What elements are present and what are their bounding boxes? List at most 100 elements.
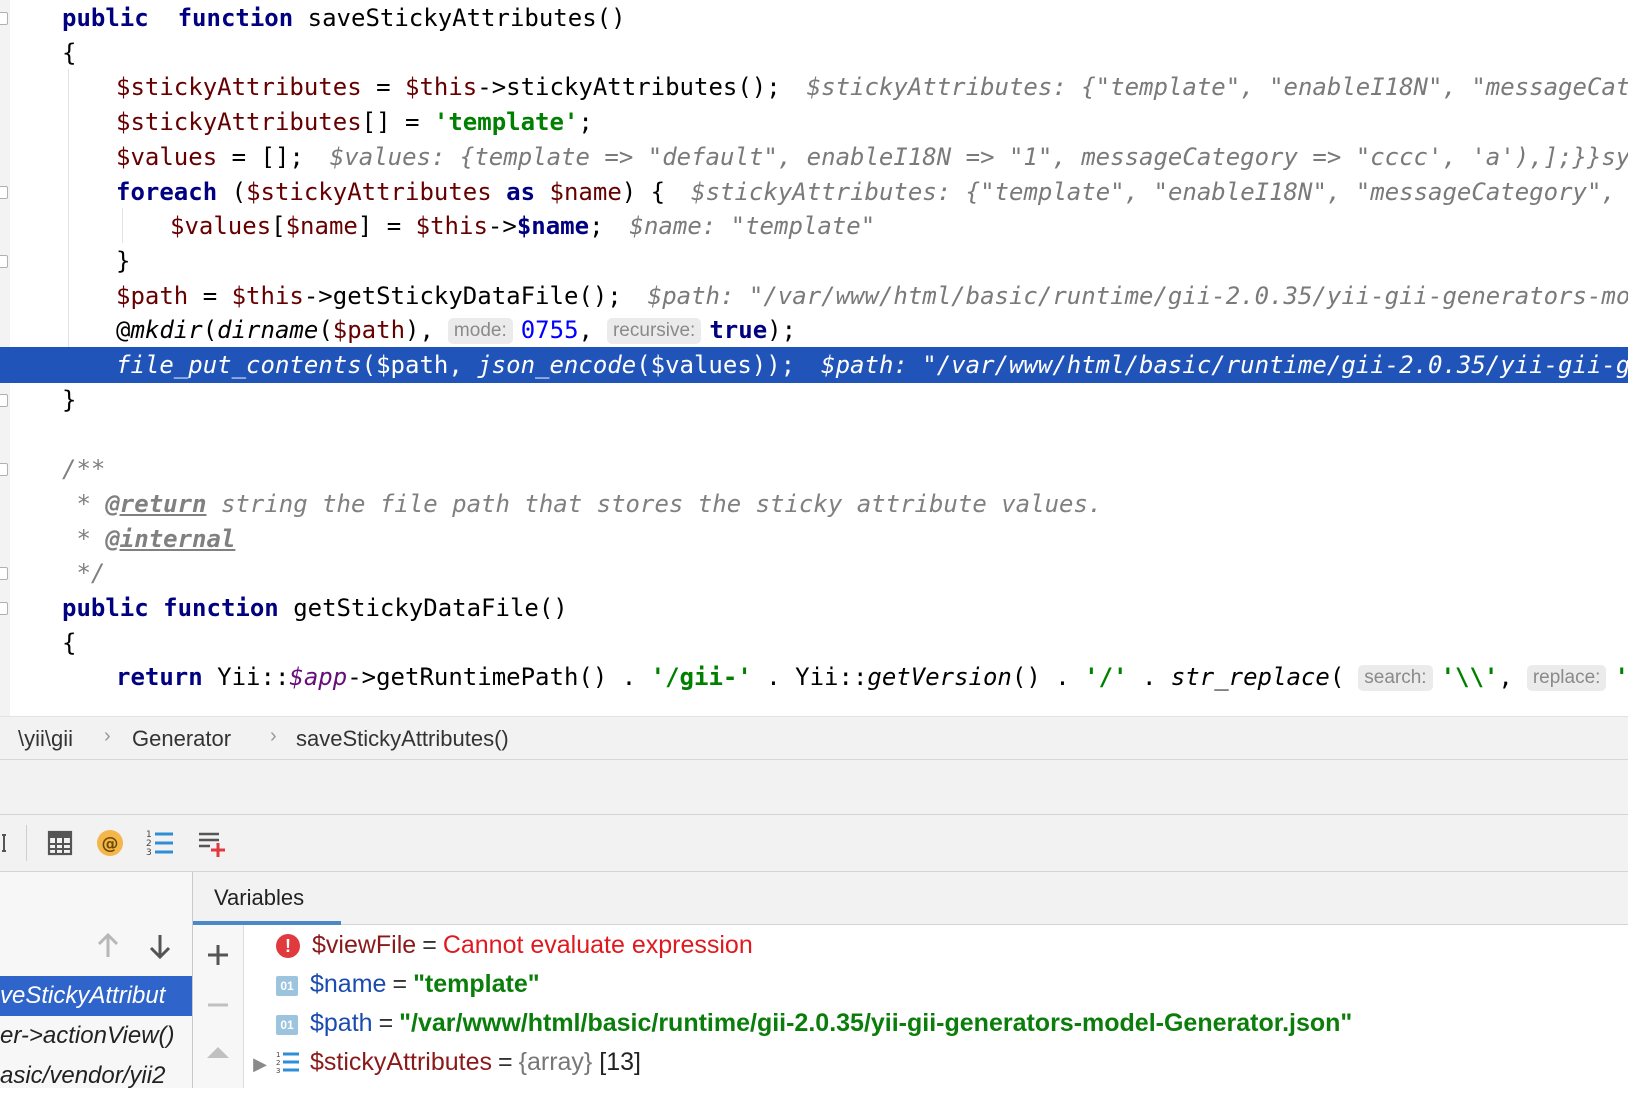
code-line[interactable]: $stickyAttributes = $this->stickyAttribu… xyxy=(0,69,1628,105)
code-text: @mkdir(dirname($path),mode:0755,recursiv… xyxy=(116,312,796,348)
code-token: '/gii-' xyxy=(650,663,752,692)
code-text: { xyxy=(62,625,76,661)
add-icon[interactable] xyxy=(202,939,234,971)
code-line[interactable]: */ xyxy=(0,555,1628,591)
breadcrumb-method[interactable]: saveStickyAttributes() xyxy=(296,726,509,751)
code-text: $stickyAttributes[] = 'template'; xyxy=(116,104,593,140)
indent-guide xyxy=(68,69,69,382)
code-token: */ xyxy=(62,559,106,588)
code-token: mkdir xyxy=(130,316,203,345)
code-token: ->getRuntimePath() . xyxy=(347,663,651,692)
code-token: . Yii:: xyxy=(751,663,868,692)
fold-marker-icon[interactable] xyxy=(0,254,8,268)
variable-row[interactable]: !$viewFile=Cannot evaluate expression xyxy=(276,925,753,965)
code-token: dirname xyxy=(217,316,319,345)
breadcrumb-class[interactable]: Generator xyxy=(132,726,232,751)
code-token: ] = xyxy=(357,212,416,241)
indent-guide xyxy=(122,208,123,243)
code-token: @internal xyxy=(105,524,236,553)
fold-marker-icon[interactable] xyxy=(0,601,8,615)
code-line[interactable]: $values = [];$values: {template => "defa… xyxy=(0,139,1628,175)
inline-debug-value: $stickyAttributes: {"template", "enableI… xyxy=(806,73,1628,102)
code-line[interactable]: public function saveStickyAttributes() xyxy=(0,0,1628,36)
code-line[interactable]: * @return string the file path that stor… xyxy=(0,486,1628,522)
numbered-list-icon[interactable]: 1 2 3 xyxy=(144,827,176,859)
evaluate-icon[interactable] xyxy=(0,827,14,859)
inline-debug-value: $name: "template" xyxy=(629,212,876,241)
code-line[interactable]: @mkdir(dirname($path),mode:0755,recursiv… xyxy=(0,312,1628,348)
code-token: $values xyxy=(170,212,272,241)
code-token: return xyxy=(116,663,203,692)
fold-marker-icon[interactable] xyxy=(0,393,8,407)
code-token: ->getStickyDataFile(); xyxy=(303,281,622,310)
code-line[interactable]: $path = $this->getStickyDataFile();$path… xyxy=(0,278,1628,314)
svg-text:3: 3 xyxy=(276,1067,280,1075)
parameter-hint: mode: xyxy=(447,318,513,345)
code-token: $name xyxy=(516,212,590,241)
variables-side-toolbar xyxy=(193,925,244,1088)
code-token: $app xyxy=(289,663,348,692)
move-up-icon[interactable] xyxy=(202,1037,234,1069)
code-text: */ xyxy=(62,555,105,591)
breadcrumb-namespace[interactable]: \yii\gii xyxy=(18,726,74,751)
code-line[interactable] xyxy=(0,416,1628,452)
code-token: { xyxy=(62,628,77,657)
remove-icon[interactable] xyxy=(202,989,234,1021)
arrow-up-icon[interactable] xyxy=(92,930,124,962)
code-line[interactable]: return Yii::$app->getRuntimePath() . '/g… xyxy=(0,659,1628,695)
fold-marker-icon[interactable] xyxy=(0,463,8,477)
fold-marker-icon[interactable] xyxy=(0,567,8,581)
code-line[interactable]: } xyxy=(0,382,1628,418)
inline-debug-value: $path: "/var/www/html/basic/runtime/gii-… xyxy=(647,281,1628,310)
code-token: $stickyAttributes xyxy=(246,177,492,206)
code-text: public function saveStickyAttributes() xyxy=(62,0,626,36)
toolbar-divider xyxy=(26,825,27,861)
code-token: function xyxy=(177,4,294,32)
code-token: 'template' xyxy=(433,108,579,137)
code-text: $path = $this->getStickyDataFile();$path… xyxy=(116,278,1628,314)
expand-arrow-icon[interactable]: ▶ xyxy=(253,1054,267,1074)
breadcrumb: \yii\gii › Generator › saveStickyAttribu… xyxy=(0,716,1628,760)
code-token xyxy=(149,594,163,622)
code-token xyxy=(492,178,506,206)
code-text: return Yii::$app->getRuntimePath() . '/g… xyxy=(116,659,1628,695)
code-line[interactable]: $values[$name] = $this->$name;$name: "te… xyxy=(0,208,1628,244)
code-token: , xyxy=(578,316,593,345)
code-line[interactable]: $stickyAttributes[] = 'template'; xyxy=(0,104,1628,140)
frame-item[interactable]: veStickyAttribut xyxy=(0,976,192,1016)
code-token: * xyxy=(62,489,106,518)
current-execution-line[interactable]: file_put_contents($path, json_encode($va… xyxy=(0,347,1628,383)
add-watch-list-icon[interactable] xyxy=(196,827,228,859)
frame-item[interactable]: er->actionView() xyxy=(0,1022,175,1049)
svg-text:1: 1 xyxy=(276,1051,280,1059)
code-editor[interactable]: public function saveStickyAttributes(){$… xyxy=(0,0,1628,716)
svg-text:2: 2 xyxy=(276,1059,280,1067)
code-line[interactable]: foreach ($stickyAttributes as $name) {$s… xyxy=(0,174,1628,210)
variable-row[interactable]: 01$name="template" xyxy=(276,964,540,1004)
code-line[interactable]: { xyxy=(0,35,1628,71)
watch-at-icon[interactable]: @ xyxy=(94,827,126,859)
code-line[interactable]: /** xyxy=(0,451,1628,487)
code-token: as xyxy=(506,177,536,206)
code-text: * @internal xyxy=(62,521,235,557)
tab-variables[interactable]: Variables xyxy=(214,885,305,910)
code-line[interactable]: public function getStickyDataFile() xyxy=(0,590,1628,626)
arrow-down-icon[interactable] xyxy=(144,930,176,962)
code-token: [] = xyxy=(361,108,434,137)
code-token: ); xyxy=(767,316,797,345)
code-line[interactable]: { xyxy=(0,625,1628,661)
calculator-icon[interactable] xyxy=(44,827,76,859)
code-token: string the file path that stores the sti… xyxy=(206,489,1103,518)
variable-row[interactable]: 01$path="/var/www/html/basic/runtime/gii… xyxy=(276,1003,1352,1043)
svg-text:@: @ xyxy=(102,834,119,854)
code-token: file_put_contents xyxy=(116,351,362,379)
code-line[interactable]: } xyxy=(0,243,1628,279)
code-text: $values = [];$values: {template => "defa… xyxy=(116,139,1628,175)
fold-marker-icon[interactable] xyxy=(0,185,8,199)
frame-item[interactable]: asic/vendor/yii2 xyxy=(0,1062,166,1089)
code-token: = xyxy=(188,281,232,310)
code-line[interactable]: * @internal xyxy=(0,521,1628,557)
frames-panel: veStickyAttribut er->actionView() asic/v… xyxy=(0,872,193,1089)
fold-marker-icon[interactable] xyxy=(0,12,8,25)
